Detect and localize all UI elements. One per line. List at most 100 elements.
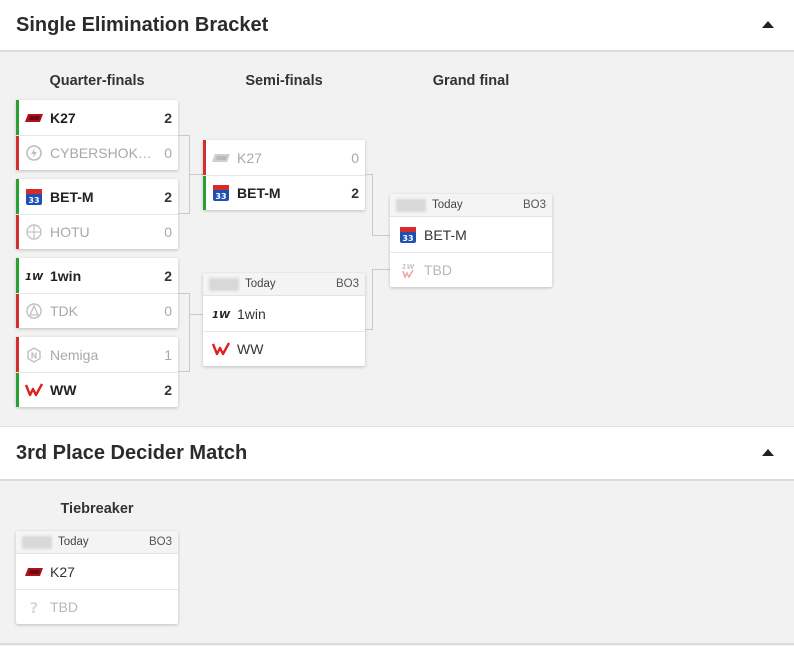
section-title: Single Elimination Bracket	[16, 13, 269, 36]
bracket-connector	[365, 269, 373, 330]
team-row[interactable]: WW	[203, 331, 365, 366]
team-name: TBD	[50, 599, 78, 615]
team-score: 0	[164, 303, 172, 319]
bracket-section-header: Single Elimination Bracket	[0, 0, 794, 52]
team-name: Nemiga	[50, 346, 99, 363]
blurred-time	[209, 277, 239, 291]
bracket-connector	[178, 175, 190, 214]
svg-text:33: 33	[28, 196, 39, 205]
team-score: 2	[164, 382, 172, 398]
svg-text:1W: 1W	[25, 272, 44, 282]
team-row[interactable]: N Nemiga 1	[16, 337, 178, 372]
match-header: Today BO3	[203, 273, 365, 296]
team-row[interactable]: 33 BET-M	[390, 217, 552, 252]
team-name: K27	[50, 563, 75, 580]
bracket-connector	[373, 269, 390, 270]
hotu-logo-icon	[24, 224, 44, 240]
round-title-semifinals: Semi-finals	[245, 73, 323, 89]
betm-logo-icon: 33	[398, 226, 418, 243]
bracket-connector	[178, 135, 190, 175]
betm-logo-icon: 33	[211, 185, 231, 201]
team-row[interactable]: 1W TBD	[390, 252, 552, 287]
match-card[interactable]: Today BO3 33 BET-M 1W TBD	[390, 194, 552, 287]
bottom-divider	[0, 643, 794, 645]
team-name: BET-M	[50, 188, 94, 205]
third-place-section-header: 3rd Place Decider Match	[0, 426, 794, 481]
team-name: K27	[237, 149, 262, 166]
match-date: Today	[245, 278, 276, 290]
match-card[interactable]: N Nemiga 1 WW 2	[16, 337, 178, 407]
bracket-connector	[365, 174, 373, 236]
team-row[interactable]: 33 BET-M 2	[203, 175, 365, 210]
team-name: TDK	[50, 303, 78, 319]
team-score: 0	[164, 224, 172, 240]
bracket-connector	[178, 293, 190, 314]
match-card[interactable]: Today BO3 K27 ? TBD	[16, 531, 178, 624]
team-row[interactable]: CYBERSHOKE Pr... 0	[16, 135, 178, 170]
team-score: 0	[164, 145, 172, 161]
team-row[interactable]: WW 2	[16, 372, 178, 407]
match-card[interactable]: K27 2 CYBERSHOKE Pr... 0	[16, 100, 178, 170]
team-name: BET-M	[237, 185, 281, 201]
caret-up-icon[interactable]	[762, 449, 774, 456]
section-title: 3rd Place Decider Match	[16, 441, 248, 464]
match-card[interactable]: Today BO3 1W 1win WW	[203, 273, 365, 366]
bracket-connector	[178, 314, 190, 372]
match-card[interactable]: 33 BET-M 2 HOTU 0	[16, 179, 178, 249]
caret-up-icon[interactable]	[762, 21, 774, 28]
team-row[interactable]: TDK 0	[16, 293, 178, 328]
team-score: 2	[164, 267, 172, 284]
betm-logo-icon: 33	[24, 188, 44, 205]
svg-text:33: 33	[215, 192, 226, 201]
team-name: K27	[50, 109, 76, 126]
team-name: BET-M	[424, 226, 467, 243]
team-score: 2	[164, 109, 172, 126]
team-name: WW	[50, 382, 77, 398]
round-title-tiebreaker: Tiebreaker	[60, 501, 134, 517]
team-row[interactable]: ? TBD	[16, 589, 178, 624]
ww-logo-icon: 1W	[398, 262, 418, 278]
team-score: 0	[351, 149, 359, 166]
team-name: CYBERSHOKE Pr...	[50, 145, 156, 161]
k27-logo-icon	[24, 564, 44, 580]
team-row[interactable]: 1W 1win 2	[16, 258, 178, 293]
team-name: TBD	[424, 262, 452, 278]
match-header: Today BO3	[390, 194, 552, 217]
team-name: 1win	[50, 267, 82, 284]
match-card[interactable]: 1W 1win 2 TDK 0	[16, 258, 178, 328]
round-title-quarterfinals: Quarter-finals	[49, 73, 145, 89]
svg-text:?: ?	[30, 599, 39, 615]
ww-logo-icon	[24, 382, 44, 398]
1win-logo-icon: 1W	[211, 306, 231, 322]
team-row[interactable]: 33 BET-M 2	[16, 179, 178, 214]
match-card[interactable]: K27 0 33 BET-M 2	[203, 140, 365, 210]
bracket-connector	[190, 314, 203, 315]
cybershoke-logo-icon	[24, 145, 44, 161]
k27-logo-icon	[24, 110, 44, 126]
1win-logo-icon: 1W	[24, 268, 44, 284]
round-title-grand-final: Grand final	[432, 73, 510, 89]
team-name: HOTU	[50, 224, 90, 240]
team-row[interactable]: K27	[16, 554, 178, 589]
team-name: 1win	[237, 305, 266, 322]
svg-text:1W: 1W	[402, 263, 415, 271]
match-date: Today	[58, 536, 89, 548]
question-mark-icon: ?	[24, 599, 44, 615]
team-row[interactable]: 1W 1win	[203, 296, 365, 331]
svg-text:1W: 1W	[212, 310, 231, 320]
team-row[interactable]: HOTU 0	[16, 214, 178, 249]
blurred-time	[396, 198, 426, 212]
team-score: 1	[164, 346, 172, 363]
team-name: WW	[237, 341, 264, 357]
team-score: 2	[351, 185, 359, 201]
nemiga-logo-icon: N	[24, 346, 44, 363]
match-format: BO3	[148, 536, 172, 548]
bracket-connector	[373, 235, 390, 236]
match-format: BO3	[335, 278, 359, 290]
team-row[interactable]: K27 0	[203, 140, 365, 175]
match-date: Today	[432, 199, 463, 211]
team-row[interactable]: K27 2	[16, 100, 178, 135]
k27-logo-icon	[211, 150, 231, 166]
svg-text:33: 33	[402, 234, 413, 243]
match-format: BO3	[522, 199, 546, 211]
